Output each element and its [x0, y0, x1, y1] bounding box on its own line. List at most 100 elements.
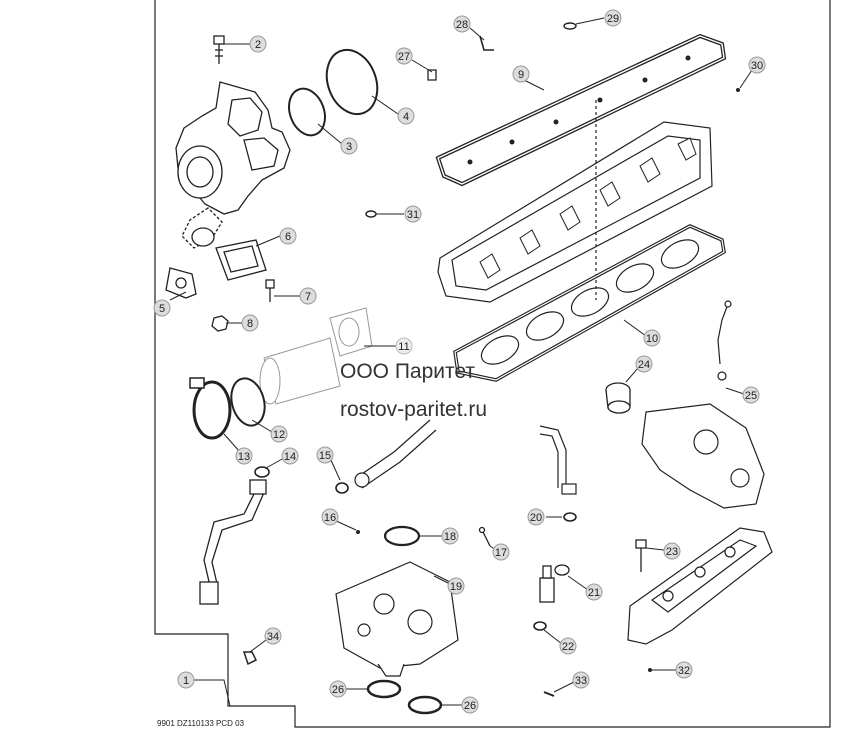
callout-21[interactable]: 21	[585, 583, 603, 601]
callout-23[interactable]: 23	[663, 542, 681, 560]
svg-text:10: 10	[646, 333, 658, 345]
svg-text:3: 3	[346, 141, 352, 153]
callout-7[interactable]: 7	[299, 287, 317, 305]
svg-text:30: 30	[751, 60, 763, 72]
svg-text:17: 17	[495, 547, 507, 559]
plug-16-part	[356, 530, 360, 534]
watermark-company: ООО Паритет	[340, 360, 475, 383]
svg-text:14: 14	[284, 451, 296, 463]
callout-17[interactable]: 17	[492, 543, 510, 561]
svg-text:27: 27	[398, 51, 410, 63]
svg-text:6: 6	[285, 231, 291, 243]
svg-text:1: 1	[183, 675, 189, 687]
svg-text:32: 32	[678, 665, 690, 677]
callout-3[interactable]: 3	[340, 137, 358, 155]
pin-17-part	[478, 526, 491, 547]
bolt-2-part	[213, 35, 225, 64]
head-gasket-10-part	[453, 224, 726, 382]
seal-14-part	[254, 466, 270, 478]
svg-text:28: 28	[456, 19, 468, 31]
water-pump-housing-part	[641, 403, 765, 509]
callout-31[interactable]: 31	[404, 205, 422, 223]
svg-text:23: 23	[666, 546, 678, 558]
o-ring-3-part	[288, 87, 326, 137]
bolt-23-part	[635, 539, 647, 572]
gasket-6-part	[215, 239, 267, 281]
svg-text:18: 18	[444, 531, 456, 543]
v-band-clamp-13-part	[189, 377, 232, 440]
svg-text:29: 29	[607, 13, 619, 25]
callout-12[interactable]: 12	[270, 425, 288, 443]
callout-2[interactable]: 2	[249, 35, 267, 53]
callout-4[interactable]: 4	[397, 107, 415, 125]
callout-6[interactable]: 6	[279, 227, 297, 245]
o-ring-26b-part	[407, 695, 443, 715]
callout-34[interactable]: 34	[264, 627, 282, 645]
diagram-frame	[154, 0, 831, 728]
callout-29[interactable]: 29	[604, 9, 622, 27]
svg-text:22: 22	[562, 641, 574, 653]
o-ring-26a-part	[366, 679, 402, 699]
plug-30-part	[736, 88, 740, 92]
svg-text:26: 26	[464, 700, 476, 712]
svg-text:15: 15	[319, 450, 331, 462]
oil-line-25-part	[717, 300, 732, 381]
callout-20[interactable]: 20	[527, 508, 545, 526]
valve-cover-gasket-9-part	[435, 33, 727, 187]
svg-text:20: 20	[530, 512, 542, 524]
oil-pipe-part	[199, 479, 267, 605]
thermostat-24-part	[605, 382, 631, 414]
o-ring-4-part	[325, 48, 379, 116]
callout-27[interactable]: 27	[395, 47, 413, 65]
oil-filter-housing-part	[335, 561, 459, 677]
callout-18[interactable]: 18	[441, 527, 459, 545]
callout-16[interactable]: 16	[321, 508, 339, 526]
o-ring-31-part	[365, 210, 377, 218]
svg-text:2: 2	[255, 39, 261, 51]
callouts-layer	[169, 17, 753, 707]
svg-text:13: 13	[238, 451, 250, 463]
svg-text:8: 8	[247, 318, 253, 330]
callout-10[interactable]: 10	[643, 329, 661, 347]
callout-28[interactable]: 28	[453, 15, 471, 33]
callout-22[interactable]: 22	[559, 637, 577, 655]
svg-text:21: 21	[588, 587, 600, 599]
watermark-website: rostov-paritet.ru	[340, 398, 487, 421]
callout-8[interactable]: 8	[241, 314, 259, 332]
svg-text:11: 11	[398, 341, 409, 353]
callout-33[interactable]: 33	[572, 671, 590, 689]
breather-tube-part	[354, 419, 437, 489]
exhaust-manifold-part	[627, 527, 773, 645]
svg-text:12: 12	[273, 429, 285, 441]
return-tube-part	[539, 425, 577, 495]
svg-text:34: 34	[267, 631, 279, 643]
callout-32[interactable]: 32	[675, 661, 693, 679]
pin-33-part	[543, 691, 555, 697]
callout-5[interactable]: 5	[153, 299, 171, 317]
exhaust-pipe-11-part	[259, 307, 373, 405]
svg-text:9: 9	[518, 69, 524, 81]
callout-19[interactable]: 19	[447, 577, 465, 595]
sensor-21-part	[539, 564, 570, 603]
svg-text:5: 5	[159, 303, 165, 315]
svg-text:16: 16	[324, 512, 336, 524]
drawing-code: 9901 DZ110133 PCD 03	[157, 719, 245, 728]
callout-13[interactable]: 13	[235, 447, 253, 465]
cylinder-head-part	[437, 100, 713, 303]
clip-34-part	[242, 651, 258, 666]
callout-11[interactable]: 11	[395, 337, 413, 355]
callout-15[interactable]: 15	[316, 446, 334, 464]
fitting-27-part	[427, 69, 437, 81]
callout-24[interactable]: 24	[635, 355, 653, 373]
callout-1[interactable]: 1	[177, 671, 195, 689]
callout-30[interactable]: 30	[748, 56, 766, 74]
callout-25[interactable]: 25	[742, 386, 760, 404]
svg-text:26: 26	[332, 684, 344, 696]
callout-9[interactable]: 9	[512, 65, 530, 83]
svg-text:33: 33	[575, 675, 587, 687]
seal-29-part	[563, 22, 577, 30]
callout-26a[interactable]: 26	[329, 680, 347, 698]
clip-28-part	[479, 35, 494, 51]
callout-26b[interactable]: 26	[461, 696, 479, 714]
callout-14[interactable]: 14	[281, 447, 299, 465]
